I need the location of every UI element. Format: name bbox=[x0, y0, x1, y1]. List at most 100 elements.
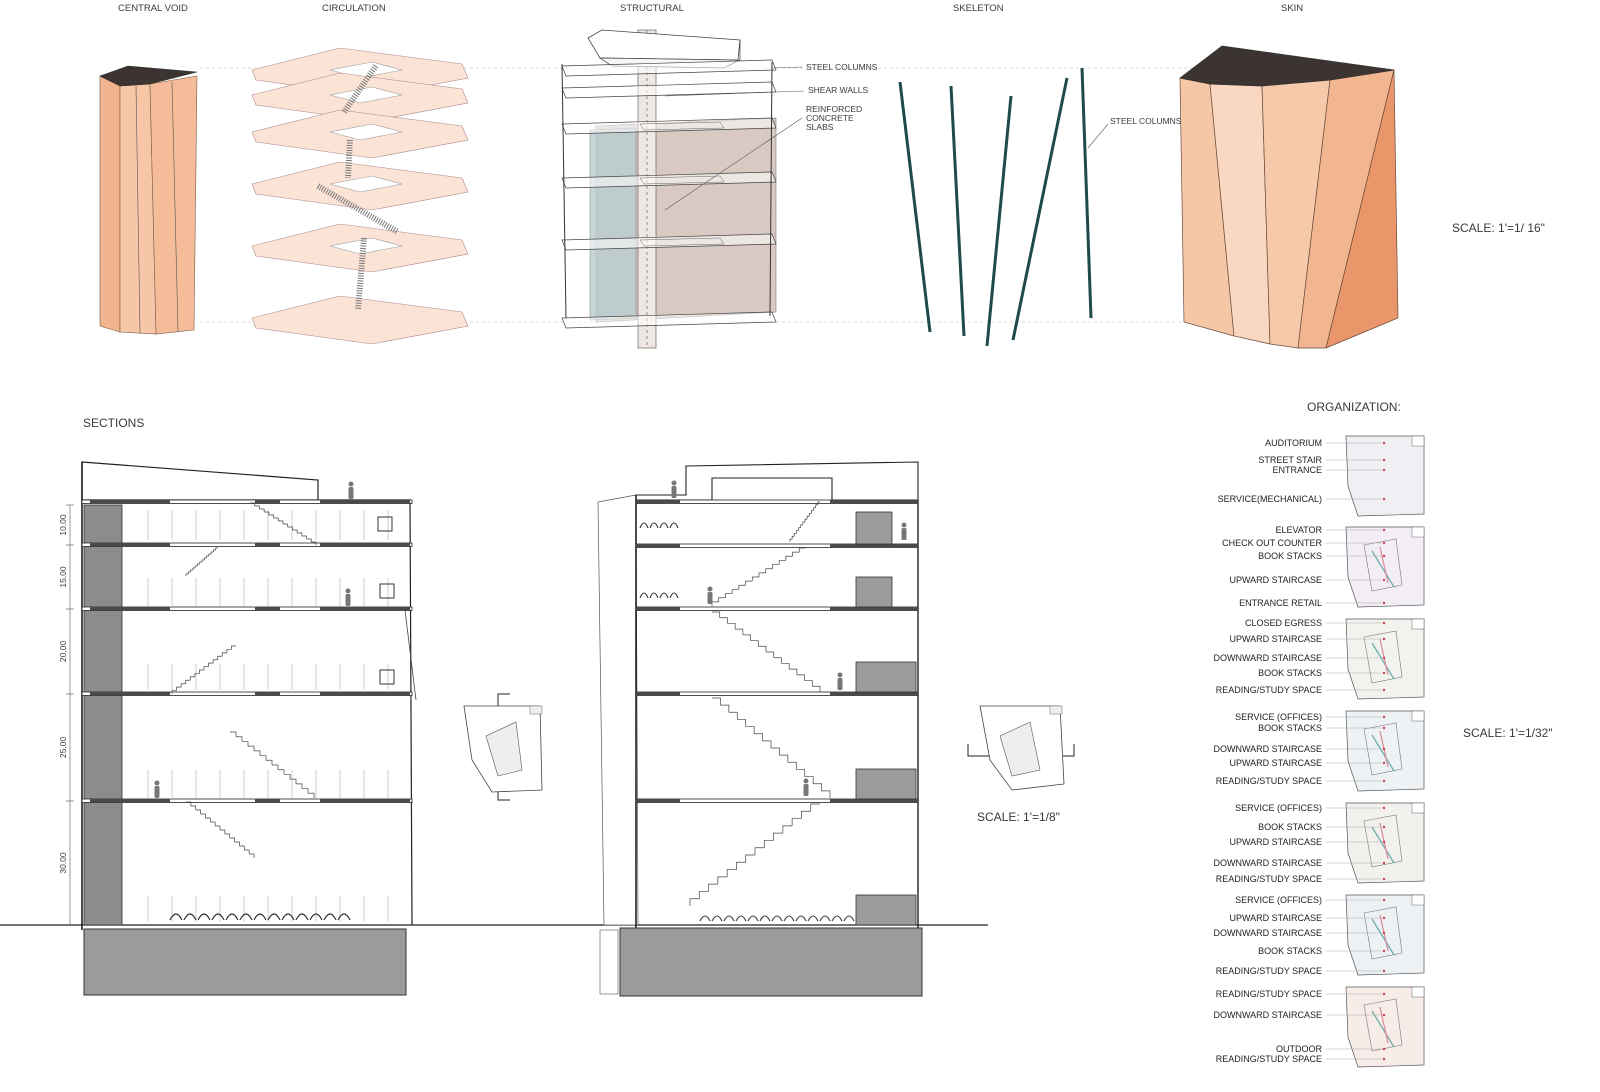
void-face-right bbox=[149, 75, 198, 335]
section-b-stair-3 bbox=[712, 611, 821, 692]
structural-slab-1 bbox=[561, 59, 777, 77]
section-b-service-block-4 bbox=[855, 768, 917, 800]
organization-plan-6-label-1: SERVICE (OFFICES) bbox=[1235, 895, 1322, 905]
section-a-chair-1 bbox=[377, 516, 393, 532]
annotation-steel-columns: STEEL COLUMNS bbox=[806, 62, 878, 72]
structural-slab-3 bbox=[561, 117, 777, 135]
section-a-parapet bbox=[81, 461, 411, 503]
organization-plan-3-label-5: READING/STUDY SPACE bbox=[1216, 685, 1322, 695]
section-b-service-block-5 bbox=[855, 894, 917, 926]
sections-title: SECTIONS bbox=[83, 416, 144, 430]
scale-sections: SCALE: 1'=1/8" bbox=[977, 810, 1060, 824]
annotation-steel-columns-skeleton: STEEL COLUMNS bbox=[1110, 116, 1182, 126]
organization-plan-7-label-3: OUTDOOR bbox=[1276, 1044, 1322, 1054]
annotation-slabs-2: CONCRETE bbox=[806, 113, 854, 123]
section-a-slab-3 bbox=[81, 606, 413, 611]
scale-organization: SCALE: 1'=1/32" bbox=[1463, 726, 1553, 740]
section-a-stair-1 bbox=[250, 502, 317, 545]
organization-plan-6-label-4: BOOK STACKS bbox=[1258, 946, 1322, 956]
organization-plan-4-label-4: UPWARD STAIRCASE bbox=[1229, 758, 1322, 768]
roof-block bbox=[587, 29, 741, 61]
organization-plan-6-label-3: DOWNWARD STAIRCASE bbox=[1213, 928, 1322, 938]
section-a-figure-1 bbox=[348, 481, 354, 499]
section-a-figure-2 bbox=[345, 588, 351, 606]
section-a-stair-2 bbox=[185, 547, 218, 576]
section-a-slab-2 bbox=[81, 542, 413, 547]
organization-plan-5-label-1: SERVICE (OFFICES) bbox=[1235, 803, 1322, 813]
circulation-diagram bbox=[251, 47, 469, 345]
organization-plan-3-label-3: DOWNWARD STAIRCASE bbox=[1213, 653, 1322, 663]
organization-plan-1-label-2: STREET STAIR bbox=[1258, 455, 1322, 465]
organization-plan-5-label-5: READING/STUDY SPACE bbox=[1216, 874, 1322, 884]
section-a-slab-1 bbox=[81, 499, 413, 504]
organization-plan-2: ELEVATOR CHECK OUT COUNTER BOOK STACKS UPWA… bbox=[1222, 525, 1425, 608]
section-a-foundation bbox=[83, 928, 407, 996]
organization-plan-1-outline bbox=[1345, 435, 1425, 517]
organization-plan-4-label-1: SERVICE (OFFICES) bbox=[1235, 712, 1322, 722]
section-a-slab-4 bbox=[81, 691, 413, 696]
section-a-dimension-2: 15.00 bbox=[58, 566, 68, 588]
steel-column-5 bbox=[1080, 67, 1093, 319]
skin-face-5 bbox=[1325, 69, 1399, 349]
organization-plan-7-label-4: READING/STUDY SPACE bbox=[1216, 1054, 1322, 1064]
section-b-figure-2 bbox=[901, 522, 907, 540]
organization-plan-2-label-5: ENTRANCE RETAIL bbox=[1239, 598, 1322, 608]
section-a-dimension-5: 30.00 bbox=[58, 852, 68, 874]
organization-plan-1-label-4: SERVICE(MECHANICAL) bbox=[1218, 494, 1322, 504]
structural-slab-4 bbox=[561, 171, 777, 189]
section-a-slab-5 bbox=[81, 798, 413, 803]
section-b-stair-4 bbox=[712, 697, 831, 798]
header-skin: SKIN bbox=[1281, 3, 1303, 14]
section-a-figure-3 bbox=[154, 780, 160, 798]
organization-plan-2-label-1: ELEVATOR bbox=[1275, 525, 1322, 535]
structural-slab-opening-3 bbox=[639, 121, 725, 131]
organization-title: ORGANIZATION: bbox=[1307, 400, 1401, 414]
circulation-floor-6 bbox=[251, 295, 469, 345]
circulation-stair-4 bbox=[355, 237, 367, 311]
organization-plan-6-label-5: READING/STUDY SPACE bbox=[1216, 966, 1322, 976]
central-void-diagram bbox=[99, 65, 198, 335]
section-b-figure-4 bbox=[837, 672, 843, 690]
key-plan-b bbox=[967, 705, 1075, 791]
section-a-chair-2 bbox=[379, 583, 395, 599]
organization-plan-3-label-4: BOOK STACKS bbox=[1258, 668, 1322, 678]
section-a-stair-3 bbox=[171, 645, 236, 694]
structural-slab-6 bbox=[561, 311, 777, 329]
section-a-chair-3 bbox=[379, 669, 395, 685]
organization-plan-1-label-1: AUDITORIUM bbox=[1265, 438, 1322, 448]
section-b bbox=[597, 461, 923, 997]
annotation-slabs-3: SLABS bbox=[806, 122, 834, 132]
organization-plan-6-label-2: UPWARD STAIRCASE bbox=[1229, 913, 1322, 923]
organization-plan-2-label-4: UPWARD STAIRCASE bbox=[1229, 575, 1322, 585]
header-structural: STRUCTURAL bbox=[620, 3, 684, 14]
organization-plan-7-label-2: DOWNWARD STAIRCASE bbox=[1213, 1010, 1322, 1020]
structural-slab-opening-4 bbox=[639, 175, 725, 185]
section-b-service-block-3 bbox=[855, 661, 917, 693]
section-a-stair-5 bbox=[186, 801, 255, 858]
organization-plan-7: READING/STUDY SPACE DOWNWARD STAIRCASE OUT… bbox=[1213, 986, 1425, 1068]
circulation-opening-3 bbox=[329, 123, 403, 141]
steel-column-1 bbox=[898, 81, 932, 333]
circulation-stair-3 bbox=[316, 183, 400, 235]
organization-plan-3-label-2: UPWARD STAIRCASE bbox=[1229, 634, 1322, 644]
scale-diagrams: SCALE: 1'=1/ 16" bbox=[1452, 221, 1545, 235]
annotation-shear-walls: SHEAR WALLS bbox=[808, 85, 868, 95]
section-b-roof-outline bbox=[635, 461, 919, 501]
section-a-dimension-1: 10.00 bbox=[58, 514, 68, 536]
section-b-service-block-2 bbox=[855, 576, 893, 608]
organization-plan-5-label-2: BOOK STACKS bbox=[1258, 822, 1322, 832]
organization-plan-2-label-2: CHECK OUT COUNTER bbox=[1222, 538, 1322, 548]
section-a-core-wall bbox=[83, 504, 123, 926]
void-top-opening bbox=[99, 65, 198, 87]
key-plan-a bbox=[463, 693, 543, 801]
organization-plan-6: SERVICE (OFFICES) UPWARD STAIRCASE DOWNWAR… bbox=[1213, 894, 1425, 976]
section-a-stair-4 bbox=[230, 731, 315, 798]
organization-plan-4-label-3: DOWNWARD STAIRCASE bbox=[1213, 744, 1322, 754]
organization-plan-2-label-3: BOOK STACKS bbox=[1258, 551, 1322, 561]
